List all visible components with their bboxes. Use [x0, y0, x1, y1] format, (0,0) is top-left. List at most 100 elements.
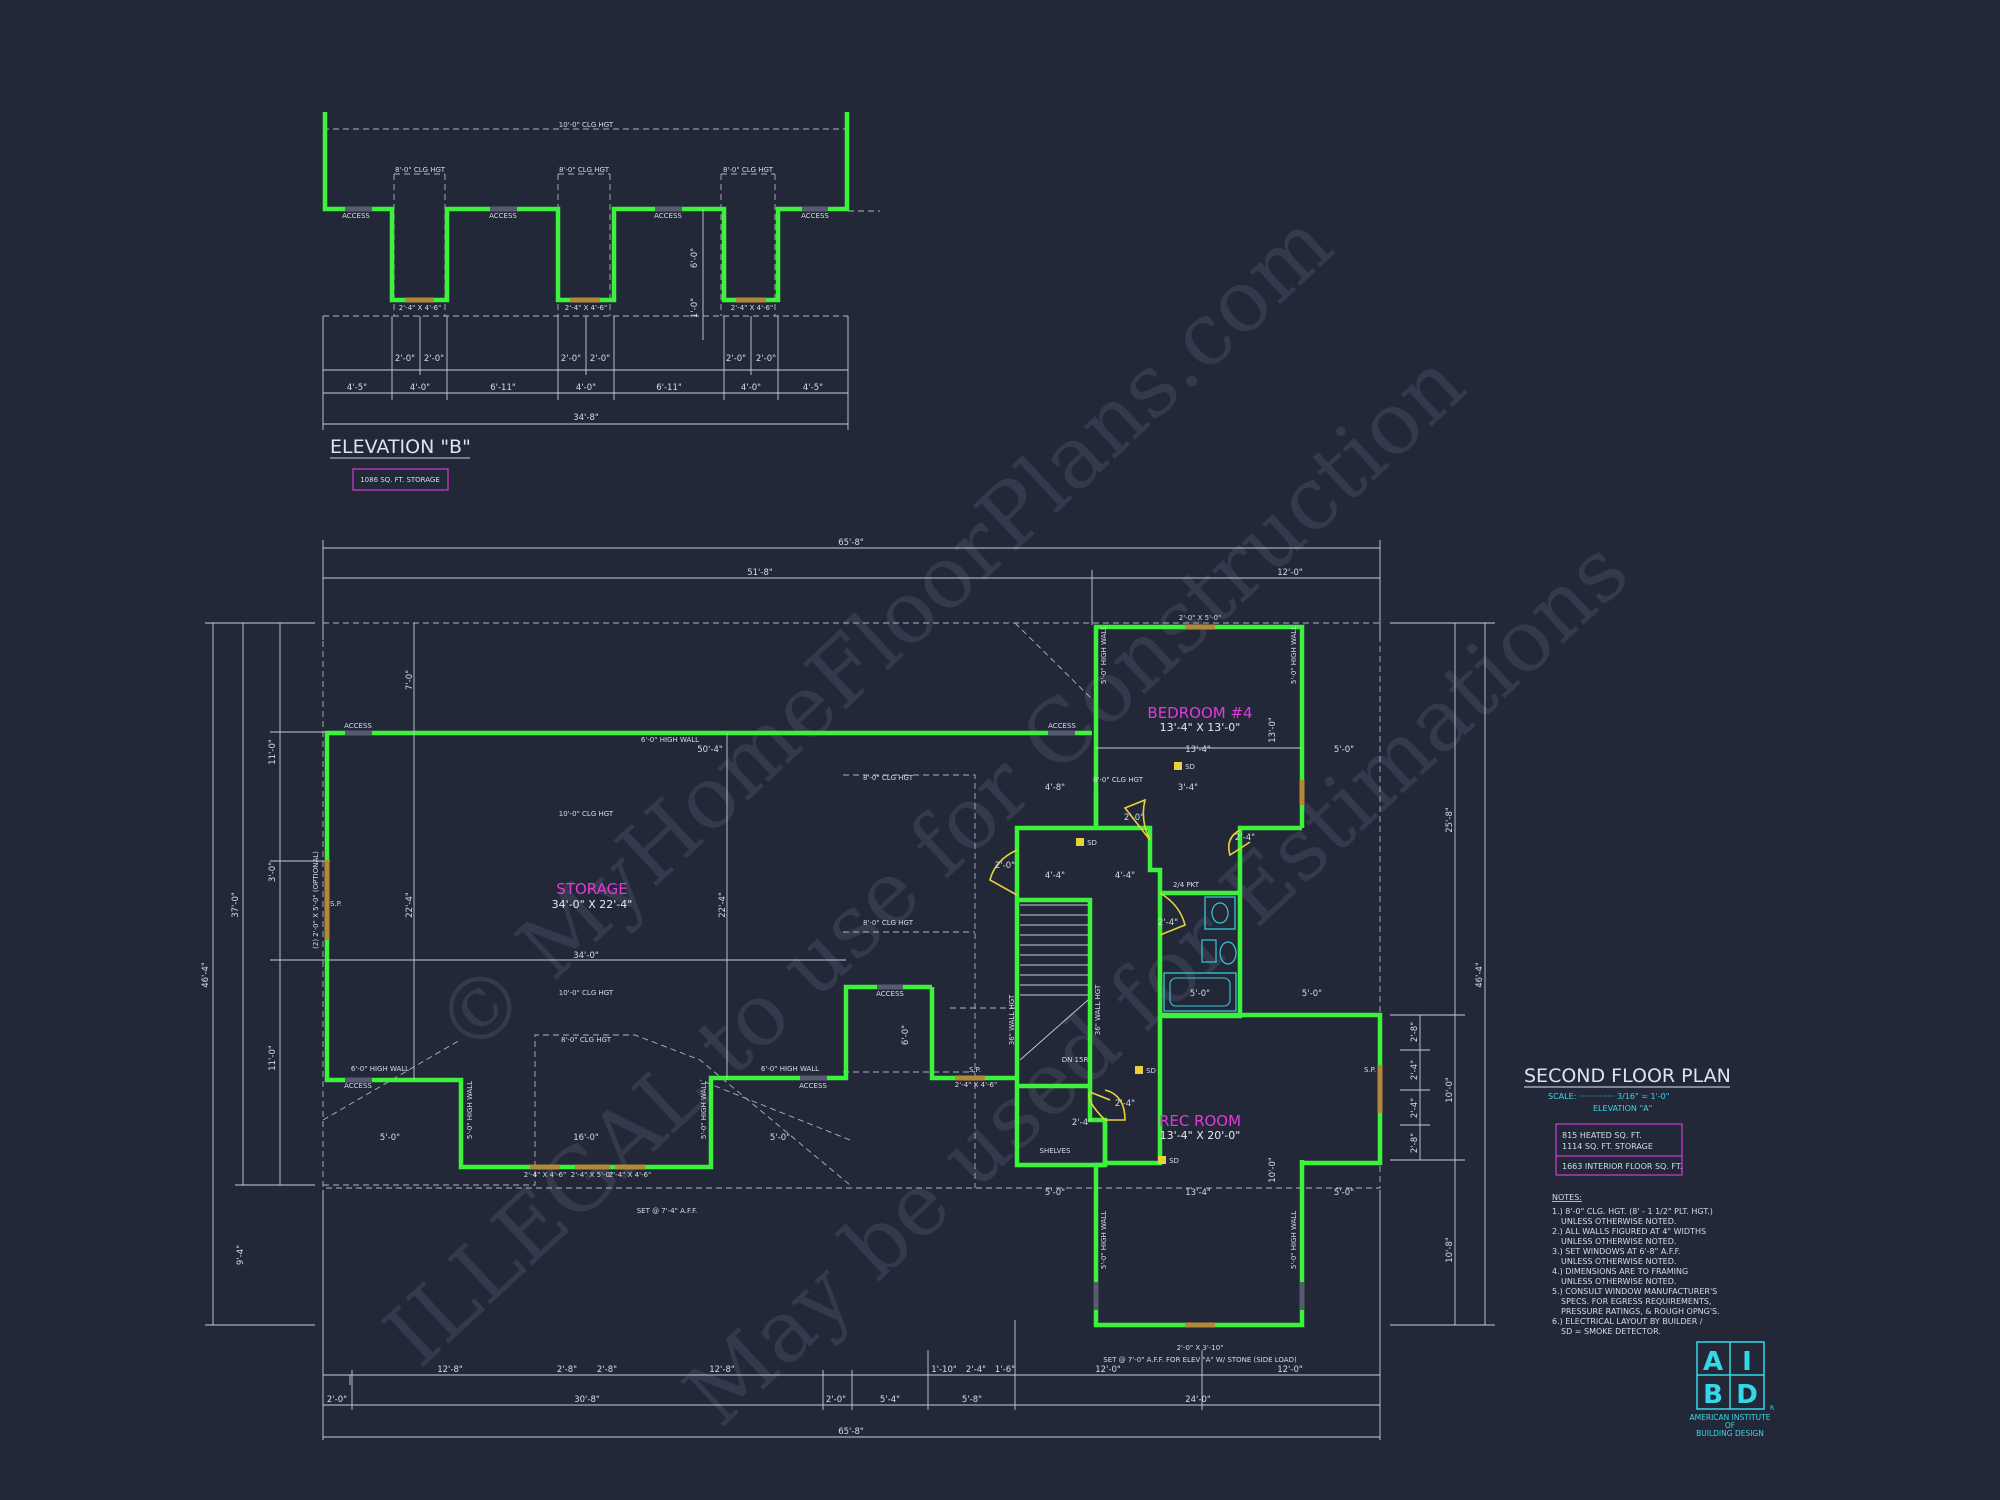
storage-clg-mid: 8'-0" CLG HGT: [863, 774, 914, 782]
dormer-five-r: 5'-0": [770, 1133, 790, 1143]
room-bedroom-name: BEDROOM #4: [1147, 704, 1252, 722]
room-storage-name: STORAGE: [556, 880, 627, 898]
elev-access-1: ACCESS: [342, 212, 370, 220]
plan-top-overall: 65'-8": [838, 538, 864, 548]
general-notes: NOTES: 1.) 8'-0" CLG. HGT. (8' - 1 1/2" …: [1552, 1193, 1720, 1336]
plan-bottom2-7: 1'-6": [995, 1365, 1015, 1375]
plan-bottom2-5: 1'-10": [931, 1365, 957, 1375]
plan-bottom2-3: 2'-8": [597, 1365, 617, 1375]
hw-stair2: 36" WALL HGT: [1094, 984, 1102, 1035]
bed-width: 13'-4": [1185, 745, 1211, 755]
storage-seven: 7'-0": [405, 670, 415, 690]
elev-small-dim: 1'-0": [690, 298, 700, 318]
elev-dim-r2-3: 6'-11": [490, 383, 516, 393]
plan-bottom-1: 2'-0": [327, 1395, 347, 1405]
elev-dim-r2-5: 6'-11": [656, 383, 682, 393]
note-line-3: 2.) ALL WALLS FIGURED AT 4" WIDTHS: [1552, 1227, 1706, 1236]
dormer-ceiling-3: 8'-0" CLG HGT: [723, 166, 774, 174]
set-note: SET @ 7'-4" A.F.F.: [637, 1207, 698, 1215]
rec-wall: [1102, 1016, 1305, 1166]
plan-bottom-6: 24'-0": [1185, 1395, 1211, 1405]
plan-top-left: 51'-8": [747, 568, 773, 578]
stair-dn-label: DN 15R: [1062, 1056, 1089, 1064]
plan-bottom-5: 5'-8": [962, 1395, 982, 1405]
note-line-11: PRESSURE RATINGS, & ROUGH OPNG'S.: [1561, 1307, 1720, 1316]
plan-title-block: SECOND FLOOR PLAN SCALE: ·············· …: [1524, 1065, 1731, 1176]
hall-four4-r: 4'-4": [1115, 871, 1135, 881]
note-line-1: 1.) 8'-0" CLG. HGT. (8' - 1 1/2" PLT. HG…: [1552, 1207, 1713, 1216]
rec-width: 13'-4": [1185, 1188, 1211, 1198]
sp-left: S.P.: [330, 900, 342, 908]
sd-1: SD: [1185, 763, 1195, 771]
hall-wall: [1014, 975, 1108, 1168]
window-side-label: (2) 2'-0" X 5'-0" (OPTIONAL): [312, 851, 320, 949]
hall-three4: 3'-4": [1178, 783, 1198, 793]
elev-ceiling-top: 10'-0" CLG HGT: [559, 121, 614, 129]
door-swing-2: [989, 849, 1018, 896]
plan-right-overall: 46'-4": [1475, 962, 1485, 988]
hw-bedroom-l: 5'-0" HIGH WALL: [1100, 626, 1108, 684]
storage-width: 50'-4": [697, 745, 723, 755]
hall-four8: 4'-8": [1045, 783, 1065, 793]
elev-vert-dim: 6'-0": [690, 248, 700, 268]
hw-dormer-r: 5'-0" HIGH WALL: [700, 1081, 708, 1139]
plan-bottom-2: 30'-8": [574, 1395, 600, 1405]
sd-2: SD: [1087, 839, 1097, 847]
elev-access-2: ACCESS: [489, 212, 517, 220]
logo-line-3: BUILDING DESIGN: [1696, 1429, 1764, 1438]
storage-hw-left: 6'-0" HIGH WALL: [351, 1065, 409, 1073]
storage-high-wall: 6'-0" HIGH WALL: [641, 736, 699, 744]
logo-letter-i: I: [1742, 1347, 1752, 1377]
logo-line-2: OF: [1725, 1421, 1735, 1430]
elev-dim-r2-4: 4'-0": [576, 383, 596, 393]
bed-five: 5'-0": [1334, 745, 1354, 755]
stair-wall: [1017, 897, 1093, 1086]
storage-hw-right: 6'-0" HIGH WALL: [761, 1065, 819, 1073]
sp-rec: S.P.: [1364, 1066, 1376, 1074]
plan-bottom2-6: 2'-4": [966, 1365, 986, 1375]
note-line-13: SD = SMOKE DETECTOR.: [1561, 1327, 1661, 1336]
elev-access-3: ACCESS: [654, 212, 682, 220]
logo-letter-b: B: [1703, 1380, 1723, 1410]
second-floor-plan: 65'-8" 51'-8" 12'-0" 46'-4" 37'-0" 11'-0…: [201, 538, 1495, 1440]
elev-dim-overall: 34'-8": [573, 413, 599, 423]
door-swing-6: [1104, 1089, 1126, 1121]
logo-letter-d: D: [1736, 1380, 1758, 1410]
door-label-6: 2'-4": [1115, 1099, 1135, 1109]
storage-inner: 34'-0": [573, 951, 599, 961]
elevation-b-title: ELEVATION "B": [330, 436, 471, 458]
elev-dim-r1-3: 2'-0": [561, 354, 581, 364]
notes-title: NOTES:: [1552, 1193, 1582, 1202]
plan-bottom2-4: 12'-8": [709, 1365, 735, 1375]
plan-scale: SCALE: ·············· 3/16" = 1'-0": [1548, 1092, 1669, 1101]
plan-left-overall: 46'-4": [201, 962, 211, 988]
storage-clg-top: 10'-0" CLG HGT: [559, 810, 614, 818]
note-line-2: UNLESS OTHERWISE NOTED.: [1561, 1217, 1676, 1226]
elev-window-3: 2'-4" X 4'-6": [731, 304, 773, 312]
elev-access-4: ACCESS: [801, 212, 829, 220]
plan-bottom2-2: 2'-8": [557, 1365, 577, 1375]
plan-bottom2-1: 12'-8": [437, 1365, 463, 1375]
rec-height: 10'-0": [1268, 1157, 1278, 1183]
access-5: ACCESS: [876, 990, 904, 998]
rec-five-r: 5'-0": [1334, 1188, 1354, 1198]
note-line-8: UNLESS OTHERWISE NOTED.: [1561, 1277, 1676, 1286]
hw-rec-r: 5'-0" HIGH WALL: [1290, 1211, 1298, 1269]
staircase: DN 15R: [1019, 904, 1089, 1064]
plan-right-b: 10'-0": [1445, 1077, 1455, 1103]
elev-dim-r2-2: 4'-0": [410, 383, 430, 393]
access-1: ACCESS: [344, 722, 372, 730]
note-line-6: UNLESS OTHERWISE NOTED.: [1561, 1257, 1676, 1266]
door-swing-5: [1227, 829, 1251, 857]
win-closet: 2'-4" X 4'-6": [955, 1081, 997, 1089]
win-rec-note: SET @ 7'-0" A.F.F. FOR ELEV "A" W/ STONE…: [1103, 1356, 1297, 1364]
storage-dormer-clg: 8'-0" CLG HGT: [561, 1036, 612, 1044]
bed-height: 13'-0": [1268, 717, 1278, 743]
plan-right-c: 10'-8": [1445, 1237, 1455, 1263]
elev-window-2: 2'-4" X 4'-6": [565, 304, 607, 312]
shelves-label: SHELVES: [1040, 1147, 1071, 1155]
rec-five-l: 5'-0": [1045, 1188, 1065, 1198]
room-bedroom-size: 13'-4" X 13'-0": [1160, 721, 1241, 734]
aibd-logo: A I B D R AMERICAN INSTITUTE OF BUILDING…: [1690, 1341, 1774, 1438]
